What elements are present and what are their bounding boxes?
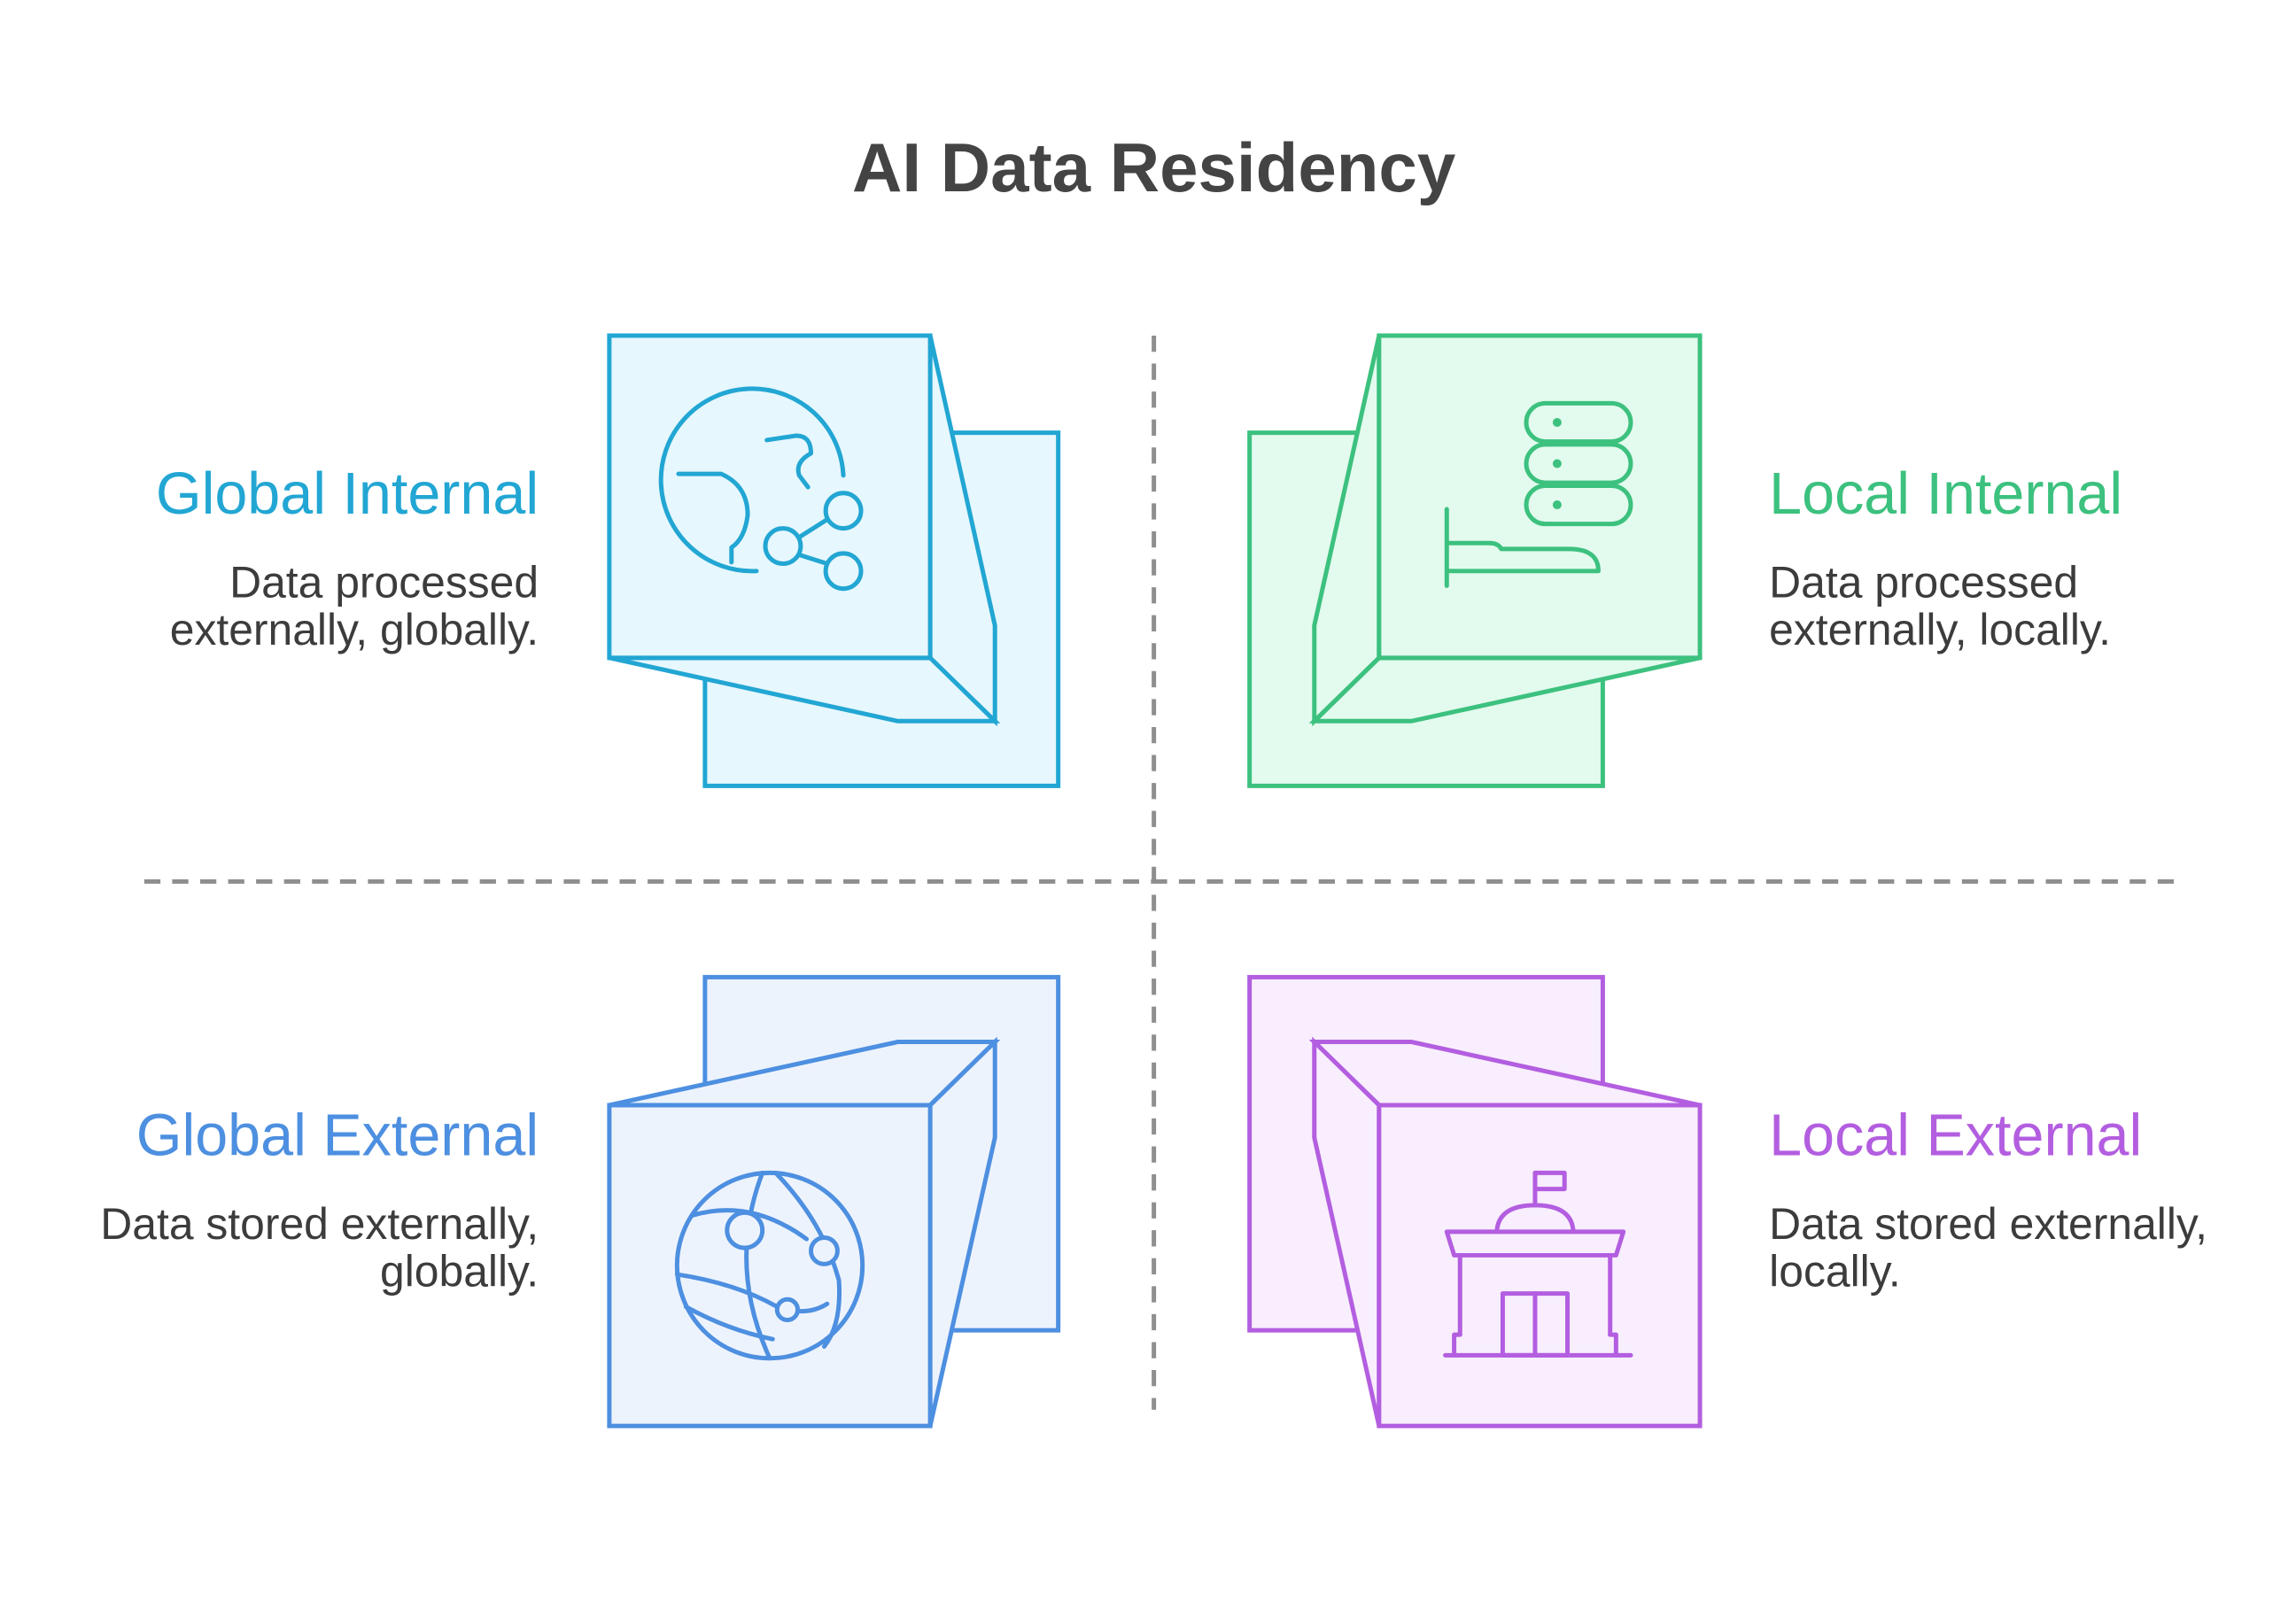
front-panel xyxy=(607,1103,933,1428)
quadrant-local-external xyxy=(1247,974,1703,1428)
quadrant-local-internal xyxy=(1247,333,1703,788)
local-internal-title: Local Internal xyxy=(1769,461,2122,527)
local-external-desc-line2: locally. xyxy=(1769,1246,1901,1296)
page-title: AI Data Residency xyxy=(852,128,1455,206)
front-panel xyxy=(607,333,933,661)
front-panel xyxy=(1377,1103,1703,1428)
global-external-desc-line2: globally. xyxy=(380,1246,539,1296)
local-external-desc-line1: Data stored externally, xyxy=(1769,1199,2207,1249)
connected-globe-icon xyxy=(674,1170,865,1361)
global-external-title: Global External xyxy=(136,1103,539,1168)
front-panel xyxy=(1377,333,1703,661)
server-stack-icon xyxy=(1444,400,1633,588)
global-internal-title: Global Internal xyxy=(156,461,539,527)
global-internal-desc-line1: Data processed xyxy=(229,558,539,608)
global-external-desc-line1: Data stored externally, xyxy=(100,1199,539,1249)
local-internal-desc-line1: Data processed xyxy=(1769,558,2078,608)
local-internal-desc-line2: externally, locally. xyxy=(1769,605,2111,654)
quadrant-global-external xyxy=(607,974,1061,1428)
globe-network-icon xyxy=(658,386,864,592)
global-internal-desc-line2: externally, globally. xyxy=(170,605,539,654)
quadrant-global-internal xyxy=(607,333,1061,788)
local-external-title: Local External xyxy=(1769,1103,2142,1168)
government-building-icon xyxy=(1443,1170,1633,1358)
